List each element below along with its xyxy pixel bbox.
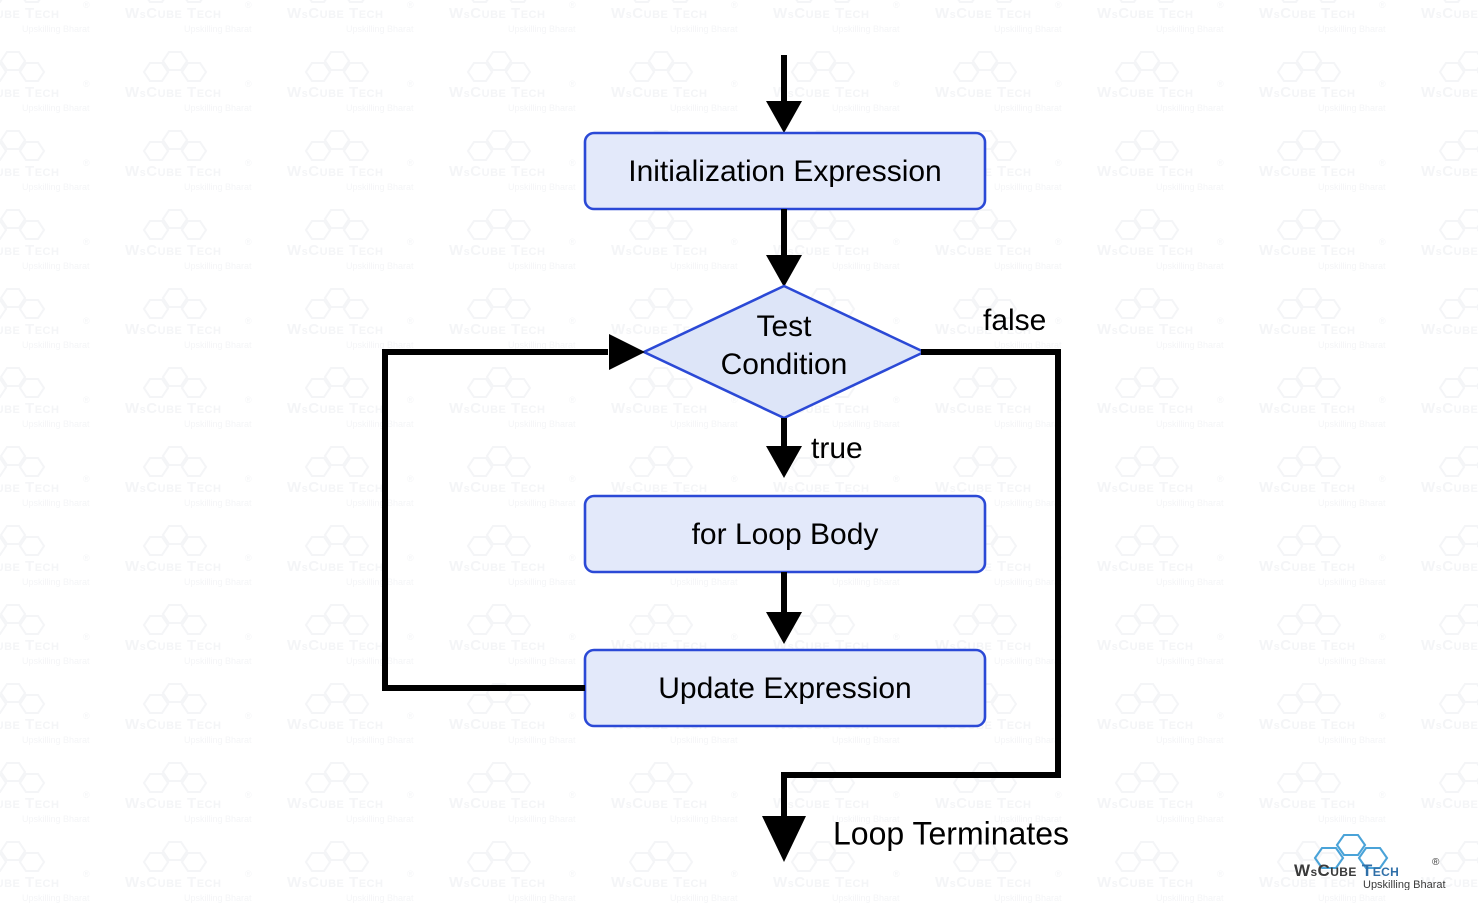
wscube-tech-logo: WsCUBE TECH ® Upskilling Bharat	[1292, 832, 1460, 890]
logo-w: W	[1294, 861, 1311, 880]
for-loop-body-label: for Loop Body	[692, 518, 879, 551]
node-initialization-expression[interactable]: Initialization Expression	[583, 131, 987, 211]
node-test-condition[interactable]: Test Condition	[640, 284, 928, 420]
edge-true-branch	[766, 418, 802, 478]
node-for-loop-body[interactable]: for Loop Body	[583, 494, 987, 574]
logo-tagline: Upskilling Bharat	[1363, 879, 1446, 890]
edge-init-to-test	[766, 209, 802, 287]
test-condition-label-line2: Condition	[721, 348, 848, 381]
edge-false-branch	[762, 349, 1061, 862]
logo-t: T	[1362, 861, 1373, 880]
node-update-expression[interactable]: Update Expression	[583, 648, 987, 728]
edge-body-to-update	[766, 572, 802, 644]
edge-entry-arrow	[766, 55, 802, 133]
logo-ech: ECH	[1373, 865, 1400, 879]
initialization-expression-label: Initialization Expression	[628, 155, 942, 188]
logo-c: C	[1318, 861, 1331, 880]
edge-update-to-test-feedback	[382, 334, 645, 691]
logo-s: s	[1310, 865, 1317, 879]
logo-ube: UBE	[1330, 865, 1357, 879]
edge-label-true: true	[811, 432, 863, 465]
test-condition-label-line1: Test	[756, 310, 812, 343]
update-expression-label: Update Expression	[658, 672, 911, 705]
edge-label-loop-terminates: Loop Terminates	[833, 815, 1069, 851]
edge-label-false: false	[983, 304, 1046, 337]
logo-registered-mark: ®	[1432, 857, 1440, 868]
